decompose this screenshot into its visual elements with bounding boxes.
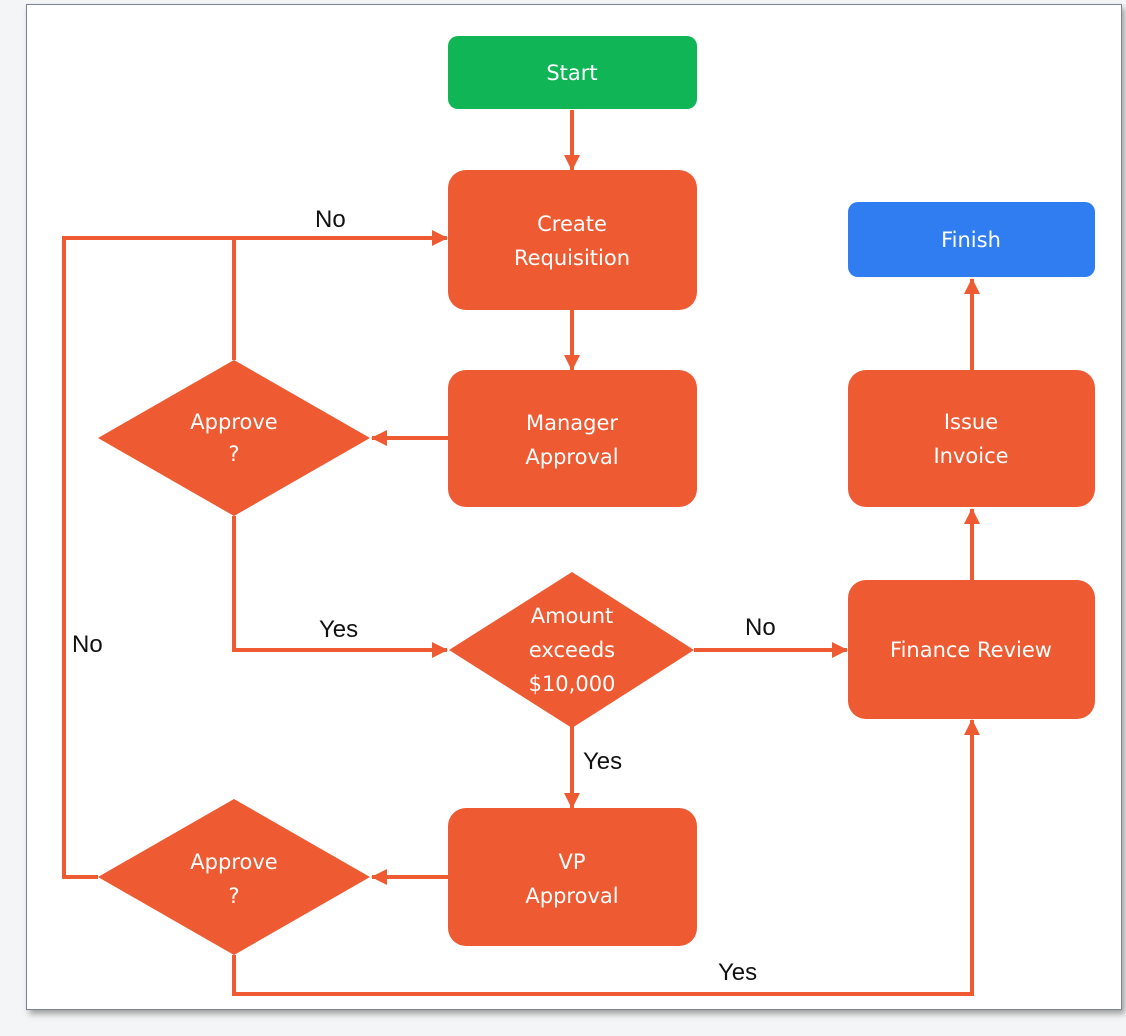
edge-label-no-left: No <box>72 631 103 658</box>
edge-approve-yes-to-amount <box>232 516 448 658</box>
approve-manager-decision: Approve ? <box>98 360 370 516</box>
amount-exceeds-decision: Amount exceeds $10,000 <box>449 572 694 728</box>
manager-approval-label-line2: Approval <box>525 445 618 469</box>
approve-vp-label-line2: ? <box>228 884 239 908</box>
edge-vpapprove-no-to-create <box>62 236 234 879</box>
finish-node: Finish <box>848 202 1095 277</box>
edge-label-yes-amount: Yes <box>319 616 358 643</box>
approve-vp-decision: Approve ? <box>98 799 370 955</box>
edges <box>62 110 980 996</box>
start-label: Start <box>546 61 597 85</box>
nodes: Start Create Requisition Manager Approva… <box>98 36 1095 955</box>
finance-review-node: Finance Review <box>848 580 1095 719</box>
create-requisition-label-line1: Create <box>537 212 607 236</box>
manager-approval-label-line1: Manager <box>526 411 618 435</box>
edge-label-yes-bottom: Yes <box>718 959 757 986</box>
edge-approve-no-to-create <box>232 230 448 360</box>
manager-approval-node: Manager Approval <box>448 370 697 507</box>
approve-vp-label-line1: Approve <box>190 850 277 874</box>
issue-invoice-node: Issue Invoice <box>848 370 1095 507</box>
amount-exceeds-label-line2: exceeds <box>529 638 615 662</box>
edge-vpapprove-yes-to-finance <box>232 719 980 996</box>
edge-label-no-amount: No <box>745 614 776 641</box>
edge-labels: No No Yes No Yes Yes <box>72 206 776 986</box>
finish-label: Finish <box>941 228 1001 252</box>
vp-approval-label-line1: VP <box>558 850 585 874</box>
finance-review-label: Finance Review <box>890 638 1052 662</box>
edge-label-no-top: No <box>315 206 346 233</box>
approve-manager-label-line1: Approve <box>190 410 277 434</box>
start-node: Start <box>448 36 697 109</box>
vp-approval-label-line2: Approval <box>525 884 618 908</box>
amount-exceeds-label-line3: $10,000 <box>529 672 616 696</box>
amount-exceeds-label-line1: Amount <box>531 604 614 628</box>
vp-approval-node: VP Approval <box>448 808 697 946</box>
create-requisition-label-line2: Requisition <box>514 246 630 270</box>
approve-manager-label-line2: ? <box>228 442 239 466</box>
create-requisition-node: Create Requisition <box>448 170 697 310</box>
issue-invoice-label-line1: Issue <box>944 410 998 434</box>
edge-label-yes-vp: Yes <box>583 748 622 775</box>
issue-invoice-label-line2: Invoice <box>933 444 1008 468</box>
